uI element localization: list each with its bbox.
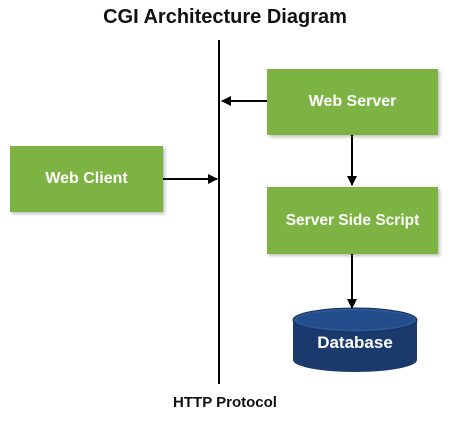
- web-client-node: Web Client: [10, 146, 163, 212]
- server-side-script-node: Server Side Script: [267, 187, 438, 254]
- web-server-node: Web Server: [267, 69, 438, 135]
- http-protocol-label: HTTP Protocol: [173, 394, 277, 411]
- database-cylinder-icon: [292, 307, 418, 372]
- diagram-title: CGI Architecture Diagram: [103, 6, 347, 28]
- database-label: Database: [317, 333, 393, 352]
